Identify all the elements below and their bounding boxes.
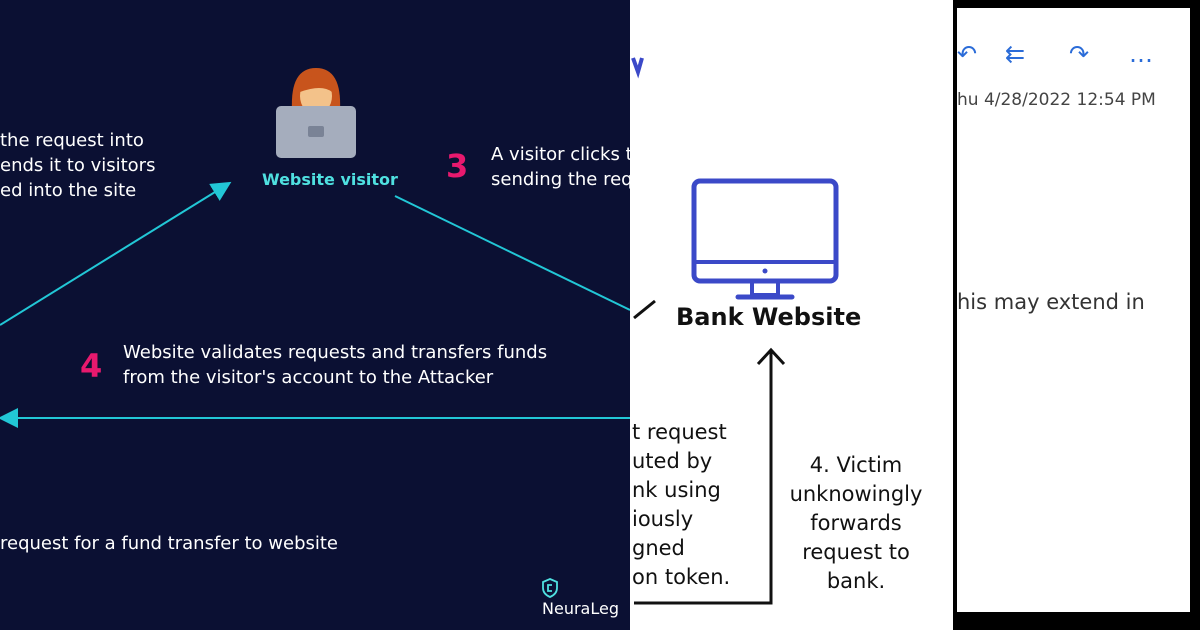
attack-flow-arrows <box>0 181 630 428</box>
step-left-line: iously <box>632 507 694 531</box>
forward-icon[interactable]: ↷ <box>1069 40 1090 68</box>
step-left-line: t request <box>632 420 727 444</box>
step4-line: Website validates requests and transfers… <box>123 342 548 363</box>
arrow-to-visitor <box>0 181 232 326</box>
bank-title: Bank Website <box>676 303 862 331</box>
step-left-text: t request uted by nk using iously gned o… <box>632 418 730 592</box>
brand-name: NeuraLeg <box>542 599 619 618</box>
top-fragment <box>631 57 644 79</box>
reply-icon[interactable]: ↶ <box>957 40 978 68</box>
step-left-line: on token. <box>632 565 731 589</box>
email-toolbar: ↶ ⇇ ↷ … <box>957 40 1190 72</box>
step4-line: from the visitor's account to the Attack… <box>123 367 494 388</box>
step4-victim-text: 4. Victim unknowingly forwards request t… <box>780 451 932 596</box>
shield-icon <box>542 578 558 598</box>
step3-line: sending the requ <box>491 169 630 190</box>
woman-with-laptop-icon <box>276 68 356 158</box>
step2-text: the request into ends it to visitors ed … <box>0 128 155 203</box>
step-left-line: nk using <box>632 478 721 502</box>
bank-diagram-art <box>631 57 839 605</box>
step4-victim-line: bank. <box>826 569 886 593</box>
step-left-line: gned <box>632 536 685 560</box>
step2-line: the request into <box>0 130 144 151</box>
diagonal-stroke <box>633 299 656 320</box>
step3-line: A visitor clicks t <box>491 144 630 165</box>
arrow-up-to-bank <box>634 347 786 605</box>
step2-line: ed into the site <box>0 180 137 201</box>
step2-line: ends it to visitors <box>0 155 156 176</box>
step4-text: Website validates requests and transfers… <box>123 340 547 390</box>
step3-number: 3 <box>446 147 469 185</box>
bank-diagram-panel: Bank Website t request uted by nk using … <box>630 0 953 630</box>
step-left-line: uted by <box>632 449 713 473</box>
step1-text: request for a fund transfer to website <box>0 533 339 554</box>
step4-victim-line: 4. Victim <box>809 453 903 477</box>
step4-victim-line: unknowingly <box>789 482 923 506</box>
email-panel: ↶ ⇇ ↷ … hu 4/28/2022 12:54 PM his may ex… <box>953 0 1200 630</box>
monitor-icon <box>691 178 839 300</box>
step4-number: 4 <box>80 347 103 385</box>
more-icon[interactable]: … <box>1129 40 1153 68</box>
attack-flow-panel: Website visitor the request into ends it… <box>0 0 630 630</box>
email-date: hu 4/28/2022 12:54 PM <box>957 90 1156 110</box>
email-body-text: his may extend in <box>957 290 1145 314</box>
reply-all-icon[interactable]: ⇇ <box>1005 40 1026 68</box>
step4-victim-line: forwards <box>810 511 902 535</box>
arrow-visitor-to-website <box>394 195 630 311</box>
visitor-avatar <box>272 62 360 162</box>
step3-text: A visitor clicks t sending the requ <box>491 142 630 192</box>
visitor-label: Website visitor <box>262 170 398 189</box>
brand-logo: NeuraLeg <box>542 578 630 618</box>
step4-victim-line: request to <box>802 540 910 564</box>
email-window: ↶ ⇇ ↷ … hu 4/28/2022 12:54 PM his may ex… <box>957 8 1190 612</box>
